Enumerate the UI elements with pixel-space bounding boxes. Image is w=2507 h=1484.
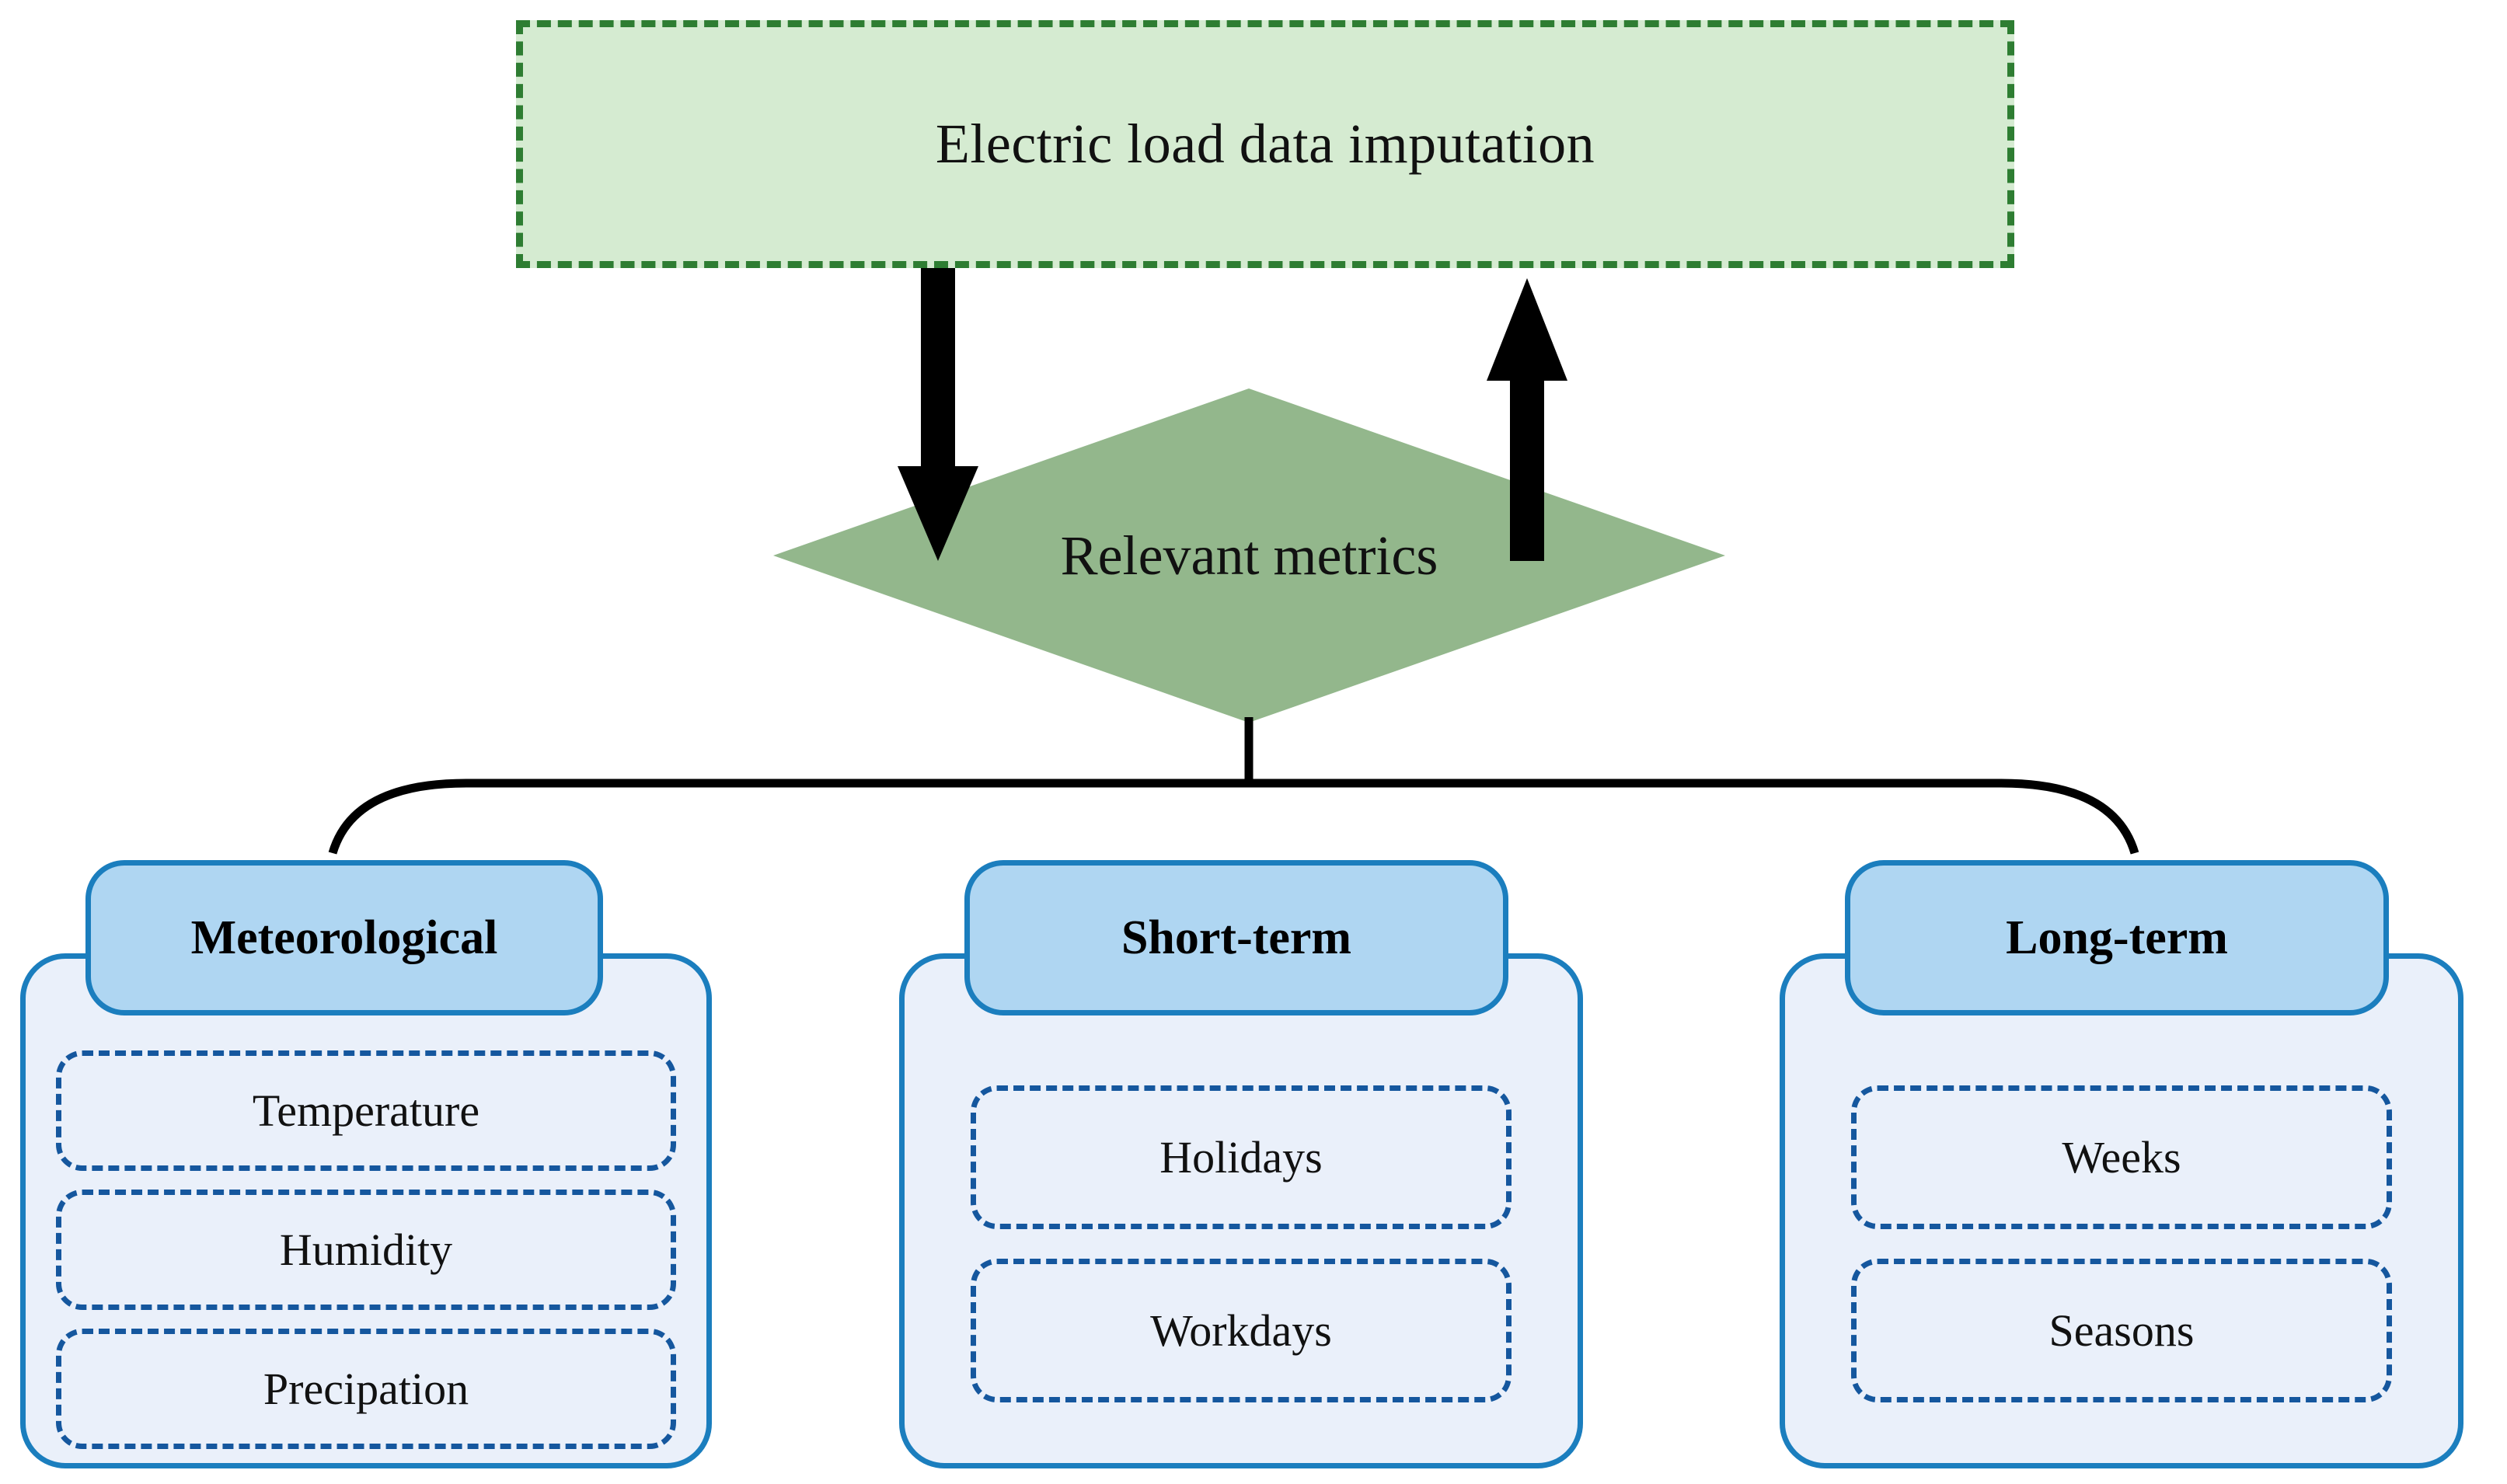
chip-humidity[interactable]: Humidity — [56, 1190, 676, 1310]
chip-seasons[interactable]: Seasons — [1851, 1259, 2392, 1402]
group-title: Short-term — [1121, 911, 1352, 964]
group-long-term[interactable]: Long-term Weeks Seasons — [1780, 860, 2463, 1468]
group-short-term[interactable]: Short-term Holidays Workdays — [899, 860, 1583, 1468]
chip-temperature[interactable]: Temperature — [56, 1050, 676, 1171]
decision-label: Relevant metrics — [1060, 524, 1438, 587]
chip-workdays[interactable]: Workdays — [971, 1259, 1512, 1402]
group-header-long-term[interactable]: Long-term — [1845, 860, 2389, 1015]
group-body — [20, 953, 712, 1468]
group-header-short-term[interactable]: Short-term — [964, 860, 1508, 1015]
chip-precipation[interactable]: Precipation — [56, 1329, 676, 1449]
top-process-box: Electric load data imputation — [516, 20, 2014, 268]
chip-holidays[interactable]: Holidays — [971, 1085, 1512, 1229]
group-header-meteorological[interactable]: Meteorological — [85, 860, 603, 1015]
chip-weeks[interactable]: Weeks — [1851, 1085, 2392, 1229]
group-body — [1780, 953, 2463, 1468]
decision-diamond — [773, 388, 1725, 723]
group-meteorological[interactable]: Meteorological Temperature Humidity Prec… — [20, 860, 712, 1468]
decision-diamond-wrap: Relevant metrics — [773, 388, 1725, 723]
group-items: Temperature Humidity Precipation — [20, 1050, 712, 1468]
group-items: Weeks Seasons — [1780, 1085, 2463, 1432]
top-process-label: Electric load data imputation — [935, 113, 1595, 175]
group-body — [899, 953, 1583, 1468]
branch-bus — [328, 717, 2139, 855]
group-items: Holidays Workdays — [899, 1085, 1583, 1432]
group-title: Meteorological — [190, 911, 498, 964]
down-arrow-icon — [898, 268, 978, 561]
up-arrow-icon — [1487, 278, 1567, 561]
group-title: Long-term — [2006, 911, 2228, 964]
